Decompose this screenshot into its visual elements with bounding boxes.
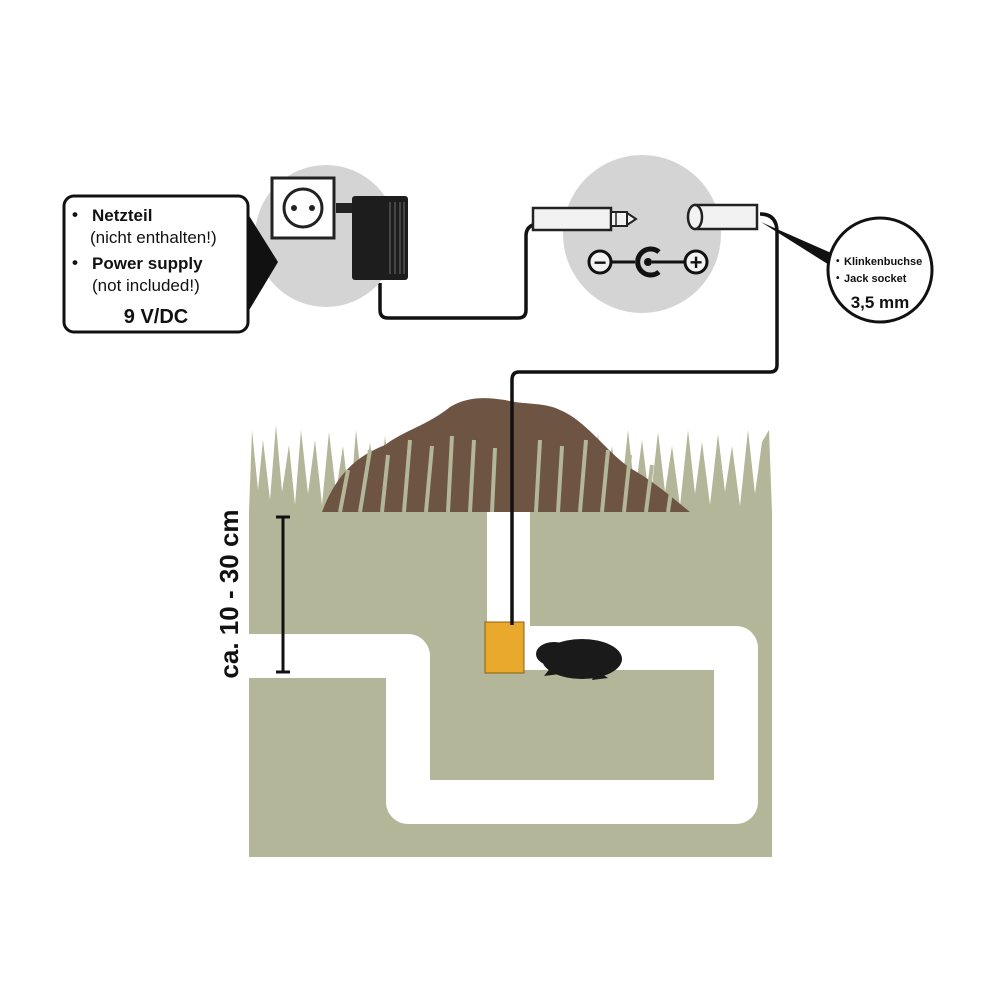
jack-size-label: 3,5 mm — [851, 293, 910, 312]
repeller-device — [484, 621, 525, 674]
depth-label: ca. 10 - 30 cm — [214, 509, 244, 678]
power-supply-de-note: (nicht enthalten!) — [90, 228, 217, 247]
cables — [378, 212, 779, 625]
power-supply-panel — [255, 165, 408, 307]
jack-connector-panel: − + — [531, 155, 759, 313]
jack-socket-callout: • Klinkenbuchse • Jack socket 3,5 mm — [761, 216, 934, 324]
depth-indicator: ca. 10 - 30 cm — [214, 509, 290, 679]
power-supply-callout: • Netzteil (nicht enthalten!) • Power su… — [62, 194, 278, 334]
vertical-shaft — [487, 512, 530, 642]
jack-socket-icon — [686, 203, 759, 231]
jack-socket-en-label: Jack socket — [844, 273, 907, 285]
plug-adapter-icon — [336, 196, 408, 280]
minus-icon: − — [594, 250, 607, 275]
svg-text:•: • — [72, 205, 78, 224]
plus-icon: + — [690, 250, 703, 275]
wall-socket-icon — [270, 176, 336, 240]
power-supply-en-note: (not included!) — [92, 276, 200, 295]
grass-blades — [338, 435, 675, 513]
svg-text:•: • — [836, 273, 840, 284]
power-supply-en-label: Power supply — [92, 254, 203, 273]
molehill — [322, 398, 690, 512]
mole-figure — [536, 639, 622, 680]
tunnel — [249, 626, 758, 824]
jack-socket-de-label: Klinkenbuchse — [844, 256, 922, 268]
power-supply-de-label: Netzteil — [92, 206, 152, 225]
polarity-symbol: − + — [587, 246, 709, 278]
svg-text:•: • — [836, 256, 840, 267]
jack-plug-icon — [531, 206, 638, 232]
svg-text:•: • — [72, 253, 78, 272]
voltage-label: 9 V/DC — [124, 306, 188, 328]
